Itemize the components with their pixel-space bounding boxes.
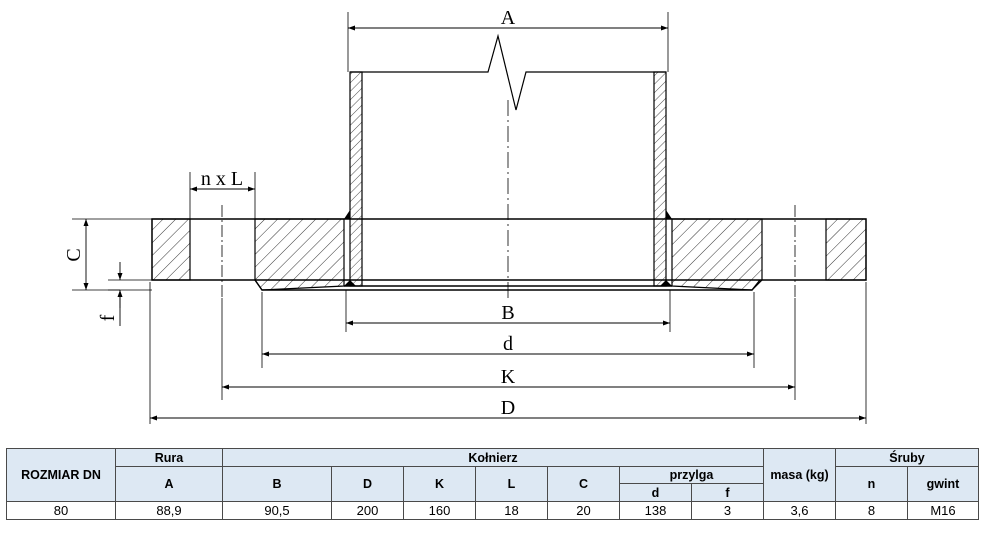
cell-K: 160 xyxy=(403,501,476,520)
label-K: K xyxy=(501,366,516,388)
header-B: B xyxy=(222,466,332,502)
flange-technical-drawing: A B d K D n x L C f xyxy=(63,7,867,424)
header-A: A xyxy=(115,466,223,502)
cell-n: 8 xyxy=(835,501,908,520)
label-B: B xyxy=(501,302,514,324)
cell-masa: 3,6 xyxy=(763,501,836,520)
header-f: f xyxy=(691,483,764,502)
header-gwint: gwint xyxy=(907,466,979,502)
cell-D: 200 xyxy=(331,501,404,520)
dimension-lines xyxy=(83,25,866,421)
header-d: d xyxy=(619,483,692,502)
header-n: n xyxy=(835,466,908,502)
cell-f: 3 xyxy=(691,501,764,520)
extension-lines xyxy=(72,12,867,424)
label-A: A xyxy=(501,7,516,29)
label-d: d xyxy=(503,333,513,355)
cell-d: 138 xyxy=(619,501,692,520)
cell-B: 90,5 xyxy=(222,501,332,520)
flange-section xyxy=(151,205,867,298)
label-C: C xyxy=(63,248,85,261)
cell-L: 18 xyxy=(475,501,548,520)
table-row: 80 88,9 90,5 200 160 18 20 138 3 3,6 8 M… xyxy=(6,501,979,520)
cell-gwint: M16 xyxy=(907,501,979,520)
pipe-section xyxy=(349,33,667,287)
header-sruby: Śruby xyxy=(835,448,979,467)
cell-C: 20 xyxy=(547,501,620,520)
header-przylga: przylga xyxy=(619,466,764,484)
label-nxL: n x L xyxy=(201,168,243,190)
header-kolnierz: Kołnierz xyxy=(222,448,764,467)
label-f: f xyxy=(97,314,119,321)
label-D: D xyxy=(501,397,515,419)
header-masa: masa (kg) xyxy=(763,448,836,502)
header-D: D xyxy=(331,466,404,502)
dimension-labels: A B d K D n x L C f xyxy=(63,7,516,419)
header-L: L xyxy=(475,466,548,502)
header-C: C xyxy=(547,466,620,502)
header-size: ROZMIAR DN xyxy=(6,448,116,502)
header-K: K xyxy=(403,466,476,502)
header-rura: Rura xyxy=(115,448,223,467)
cell-A: 88,9 xyxy=(115,501,223,520)
specification-table: ROZMIAR DN Rura Kołnierz masa (kg) Śruby… xyxy=(6,448,979,520)
cell-size: 80 xyxy=(6,501,116,520)
